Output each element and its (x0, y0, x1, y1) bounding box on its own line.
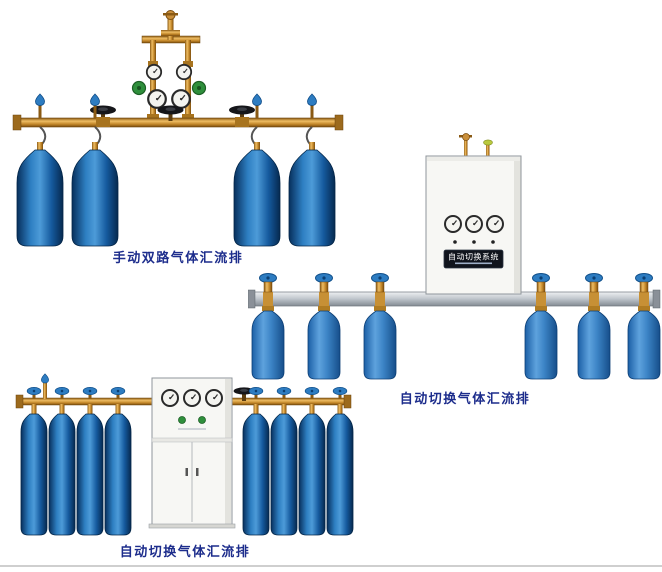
pressure-gauge-icon (444, 215, 462, 233)
cylinder-station (16, 93, 64, 247)
manifold-rail (248, 289, 661, 309)
blue-handwheel-icon (332, 386, 348, 396)
pressure-gauge-icon (147, 89, 167, 109)
product-auto-switch-wall: 自动切换系统 (248, 132, 662, 384)
cylinder-station (298, 386, 326, 536)
pressure-gauge-icon (161, 389, 179, 407)
product-caption: 自动切换气体汇流排 (399, 392, 531, 407)
indicator-light (491, 240, 495, 244)
gas-cylinder (270, 413, 298, 536)
gas-cylinder (363, 310, 397, 380)
gas-cylinder (20, 413, 48, 536)
pressure-gauge-icon (486, 215, 504, 233)
cylinder-station (627, 273, 661, 380)
cylinder-station (307, 273, 341, 380)
gas-cylinder (16, 149, 64, 247)
door-handle (185, 468, 188, 476)
control-cabinet: 自动切换系统 (425, 155, 522, 295)
blue-handwheel-icon (371, 273, 389, 283)
pressure-gauge-icon (145, 63, 163, 81)
cylinder-station (20, 386, 48, 536)
cylinder-station (242, 386, 270, 536)
gas-cylinder (627, 310, 661, 380)
blue-handwheel-icon (585, 273, 603, 283)
cylinder-station (288, 93, 336, 247)
product-auto-switch-floor (12, 368, 357, 554)
lever-valve-icon (483, 139, 493, 146)
indicator-light (472, 240, 476, 244)
handwheel-valve (90, 105, 116, 127)
blue-handwheel-icon (315, 273, 333, 283)
pressure-gauge-icon (175, 63, 193, 81)
gas-cylinder (298, 413, 326, 536)
blue-valve-knob-icon (252, 93, 262, 106)
gas-cylinder (71, 149, 119, 247)
black-handwheel-icon (229, 105, 255, 115)
cylinder-station (326, 386, 354, 536)
blue-handwheel-icon (248, 386, 264, 396)
handwheel-valve (229, 105, 255, 127)
blue-handwheel-icon (54, 386, 70, 396)
cylinder-station (251, 273, 285, 380)
pressure-regulator-right (171, 63, 207, 109)
pressure-gauge-icon (205, 389, 223, 407)
product-caption: 手动双路气体汇流排 (112, 251, 244, 266)
gas-cylinder (524, 310, 558, 380)
floor-cabinet (148, 377, 236, 529)
gas-cylinder (48, 413, 76, 536)
blue-handwheel-icon (259, 273, 277, 283)
blue-handwheel-icon (110, 386, 126, 396)
gas-cylinder (104, 413, 132, 536)
blue-handwheel-icon (82, 386, 98, 396)
blue-handwheel-icon (276, 386, 292, 396)
pressure-regulator-left (131, 63, 167, 109)
pressure-gauge-icon (465, 215, 483, 233)
blue-valve-knob-icon (90, 93, 100, 106)
blue-handwheel-icon (532, 273, 550, 283)
pressure-gauge-icon (183, 389, 201, 407)
indicator-light (453, 240, 457, 244)
regulator-knob-icon (178, 416, 186, 424)
blue-handwheel-icon (304, 386, 320, 396)
page-bottom-edge (0, 565, 662, 567)
gas-cylinder (242, 413, 270, 536)
valve-icon (462, 133, 470, 141)
cylinder-station (577, 273, 611, 380)
cabinet-top-valves (459, 133, 493, 158)
auto-manifold-wall-figure: 自动切换系统 (248, 133, 661, 380)
cylinder-station (270, 386, 298, 536)
gas-cylinder (326, 413, 354, 536)
blue-valve-knob-icon (35, 93, 45, 106)
cylinder-station (104, 386, 132, 536)
black-handwheel-icon (157, 105, 184, 115)
blue-valve-knob-icon (41, 373, 49, 384)
pressure-gauge-icon (171, 89, 191, 109)
manifold-pipe (12, 114, 344, 131)
handwheel-valve (157, 105, 184, 121)
door-handle (196, 468, 199, 476)
product-manual-dual-manifold (8, 6, 348, 248)
blue-handwheel-icon (635, 273, 653, 283)
blue-valve-knob-icon (307, 93, 317, 106)
cylinder-station (363, 273, 397, 380)
auto-manifold-floor-figure (15, 373, 354, 536)
cylinder-station (233, 93, 281, 247)
product-caption: 自动切换气体汇流排 (119, 545, 251, 560)
cabinet-label: 自动切换系统 (448, 252, 499, 262)
cylinder-station (71, 93, 119, 247)
cylinder-station (524, 273, 558, 380)
manual-manifold-figure (12, 10, 344, 247)
cylinder-station (48, 386, 76, 536)
regulator-knob-icon (198, 416, 206, 424)
blue-handwheel-icon (26, 386, 42, 396)
gas-cylinder (76, 413, 104, 536)
cylinder-station (76, 386, 104, 536)
gas-cylinder (577, 310, 611, 380)
